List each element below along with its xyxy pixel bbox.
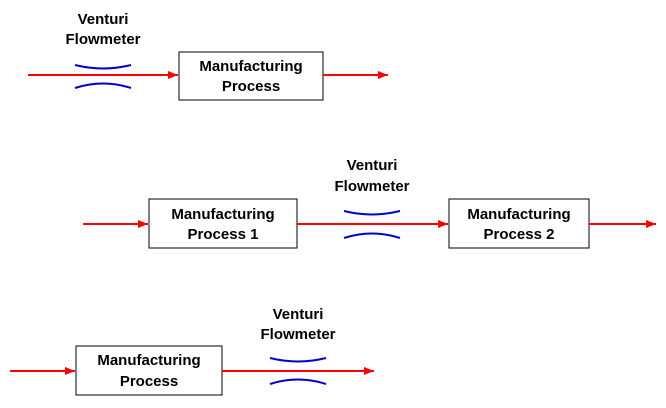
diagram-3-meter-label-line-2: Flowmeter (260, 326, 335, 343)
diagram-1-process-label-line-1: Manufacturing (199, 58, 302, 75)
diagram-2-process-1-label-line-1: Manufacturing (171, 206, 274, 223)
diagram-2-process-1-label-line-2: Process 1 (188, 226, 259, 243)
diagram-2-meter-label-line-2: Flowmeter (334, 178, 409, 195)
diagram-2-process-2-label-line-2: Process 2 (484, 226, 555, 243)
diagram-2-process-1-box (148, 198, 298, 249)
diagram-2-process-2-label-line-1: Manufacturing (467, 206, 570, 223)
diagram-3: Manufacturing Process Venturi Flowmeter (10, 306, 374, 396)
venturi-icon (269, 357, 327, 385)
diagram-2: Manufacturing Process 1 Venturi Flowmete… (83, 157, 656, 249)
diagram-1: Venturi Flowmeter Manufacturing Process (28, 11, 388, 101)
diagram-2-meter-label-line-1: Venturi (347, 157, 398, 174)
diagram-3-meter-label-line-1: Venturi (273, 306, 324, 323)
diagram-1-meter-label-line-1: Venturi (78, 11, 129, 28)
venturi-icon (74, 64, 132, 89)
diagram-1-meter-label-line-2: Flowmeter (65, 31, 140, 48)
diagram-1-process-label-line-2: Process (222, 78, 280, 95)
diagram-3-process-label-line-1: Manufacturing (97, 352, 200, 369)
venturi-icon (343, 210, 401, 239)
diagram-3-process-label-line-2: Process (120, 373, 178, 390)
